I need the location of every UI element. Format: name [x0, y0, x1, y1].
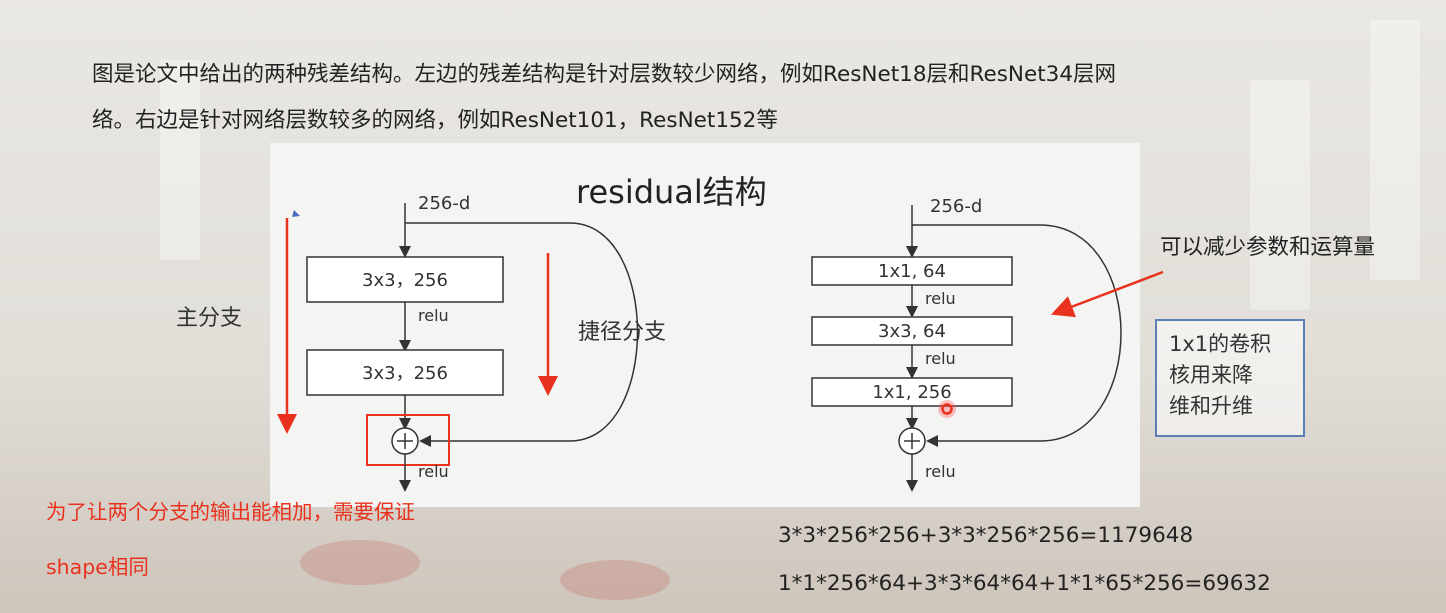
right-relu-2: relu: [925, 349, 956, 368]
residual-diagram: residual结构 256-d 3x3，256 relu 3x3，256 re…: [270, 143, 1140, 507]
right-box-1-label: 1x1, 64: [878, 261, 946, 282]
left-box-1-label: 3x3，256: [362, 270, 448, 291]
left-input-label: 256-d: [418, 193, 470, 214]
left-box-2-label: 3x3，256: [362, 363, 448, 384]
left-box-2: [306, 349, 504, 396]
blue-marker: [292, 210, 300, 217]
right-box-2-label: 3x3, 64: [878, 321, 946, 342]
shape-note-line-1: 为了让两个分支的输出能相加，需要保证: [46, 500, 415, 524]
reduce-params-note: 可以减少参数和运算量: [1160, 235, 1376, 260]
intro-line-1: 图是论文中给出的两种残差结构。左边的残差结构是针对层数较少网络，例如ResNet…: [92, 62, 1117, 87]
conv-note-box: 1x1的卷积 核用来降 维和升维: [1155, 319, 1305, 437]
formula-bottleneck: 1*1*256*64+3*3*64*64+1*1*65*256=69632: [778, 571, 1271, 596]
left-relu-out: relu: [418, 462, 449, 481]
residual-diagram-svg: residual结构 256-d 3x3，256 relu 3x3，256 re…: [277, 173, 1122, 492]
shape-note: 为了让两个分支的输出能相加，需要保证 shape相同: [46, 485, 415, 595]
intro-paragraph: 图是论文中给出的两种残差结构。左边的残差结构是针对层数较少网络，例如ResNet…: [92, 52, 1392, 144]
background-pillar: [160, 60, 200, 260]
background-pillar: [1250, 80, 1310, 310]
shortcut-branch-label: 捷径分支: [578, 320, 667, 345]
background-decoration: [560, 560, 670, 600]
left-shortcut-path: [405, 222, 639, 447]
right-box-3-label: 1x1, 256: [872, 382, 951, 403]
background-pillar: [1370, 20, 1420, 280]
background-decoration: [300, 540, 420, 585]
right-box-1: [811, 256, 1013, 286]
cursor-dot: [941, 403, 953, 415]
cursor-halo: [938, 400, 956, 418]
conv-note-line-2: 核用来降: [1169, 363, 1253, 387]
diagram-title: residual结构: [576, 173, 767, 211]
right-relu-out: relu: [925, 462, 956, 481]
right-relu-1: relu: [925, 289, 956, 308]
right-shortcut-path: [912, 224, 1122, 447]
formula-standard: 3*3*256*256+3*3*256*256=1179648: [778, 523, 1194, 548]
right-box-3: [811, 377, 1013, 407]
intro-line-2: 络。右边是针对网络层数较多的网络，例如ResNet101，ResNet152等: [92, 108, 778, 133]
conv-note-line-1: 1x1的卷积: [1169, 332, 1272, 356]
left-relu-1: relu: [418, 306, 449, 325]
shape-note-line-2: shape相同: [46, 555, 149, 579]
conv-note-line-3: 维和升维: [1169, 394, 1253, 418]
left-add-highlight: [366, 414, 450, 466]
main-branch-label: 主分支: [176, 306, 243, 331]
right-input-label: 256-d: [930, 196, 982, 217]
right-box-2: [811, 316, 1013, 346]
